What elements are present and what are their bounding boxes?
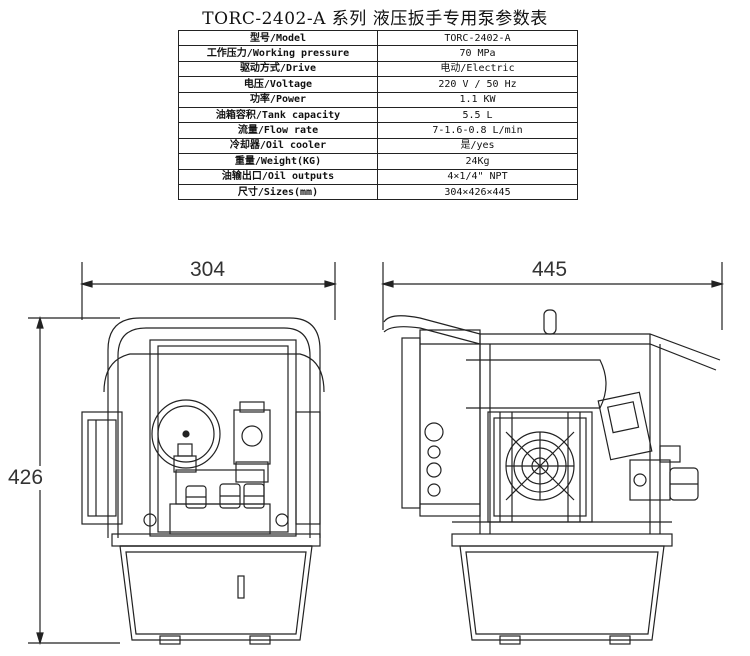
side-depth-dimension	[380, 262, 725, 330]
side-view-pump	[383, 309, 721, 645]
spec-label: 型号/Model	[178, 29, 378, 47]
depth-dimension-label: 445	[532, 258, 568, 281]
spec-value: 5.5 L	[377, 106, 578, 124]
table-row: 尺寸/Sizes(mm)304×426×445	[178, 183, 578, 201]
spec-label: 电压/Voltage	[178, 76, 378, 93]
spec-value: 1.1 KW	[377, 91, 578, 108]
height-dimension-label: 426	[6, 466, 46, 490]
spec-value: TORC-2402-A	[377, 29, 578, 47]
spec-value: 电动/Electric	[377, 60, 578, 78]
front-view-pump	[81, 317, 325, 645]
page-title: TORC-2402-A 系列 液压扳手专用泵参数表	[202, 9, 548, 29]
width-dimension-label: 304	[190, 258, 226, 281]
front-width-dimension	[79, 262, 338, 320]
spec-value: 304×426×445	[377, 183, 578, 201]
table-row: 重量/Weight(KG)24Kg	[178, 153, 578, 170]
spec-value: 220 V / 50 Hz	[377, 76, 578, 93]
